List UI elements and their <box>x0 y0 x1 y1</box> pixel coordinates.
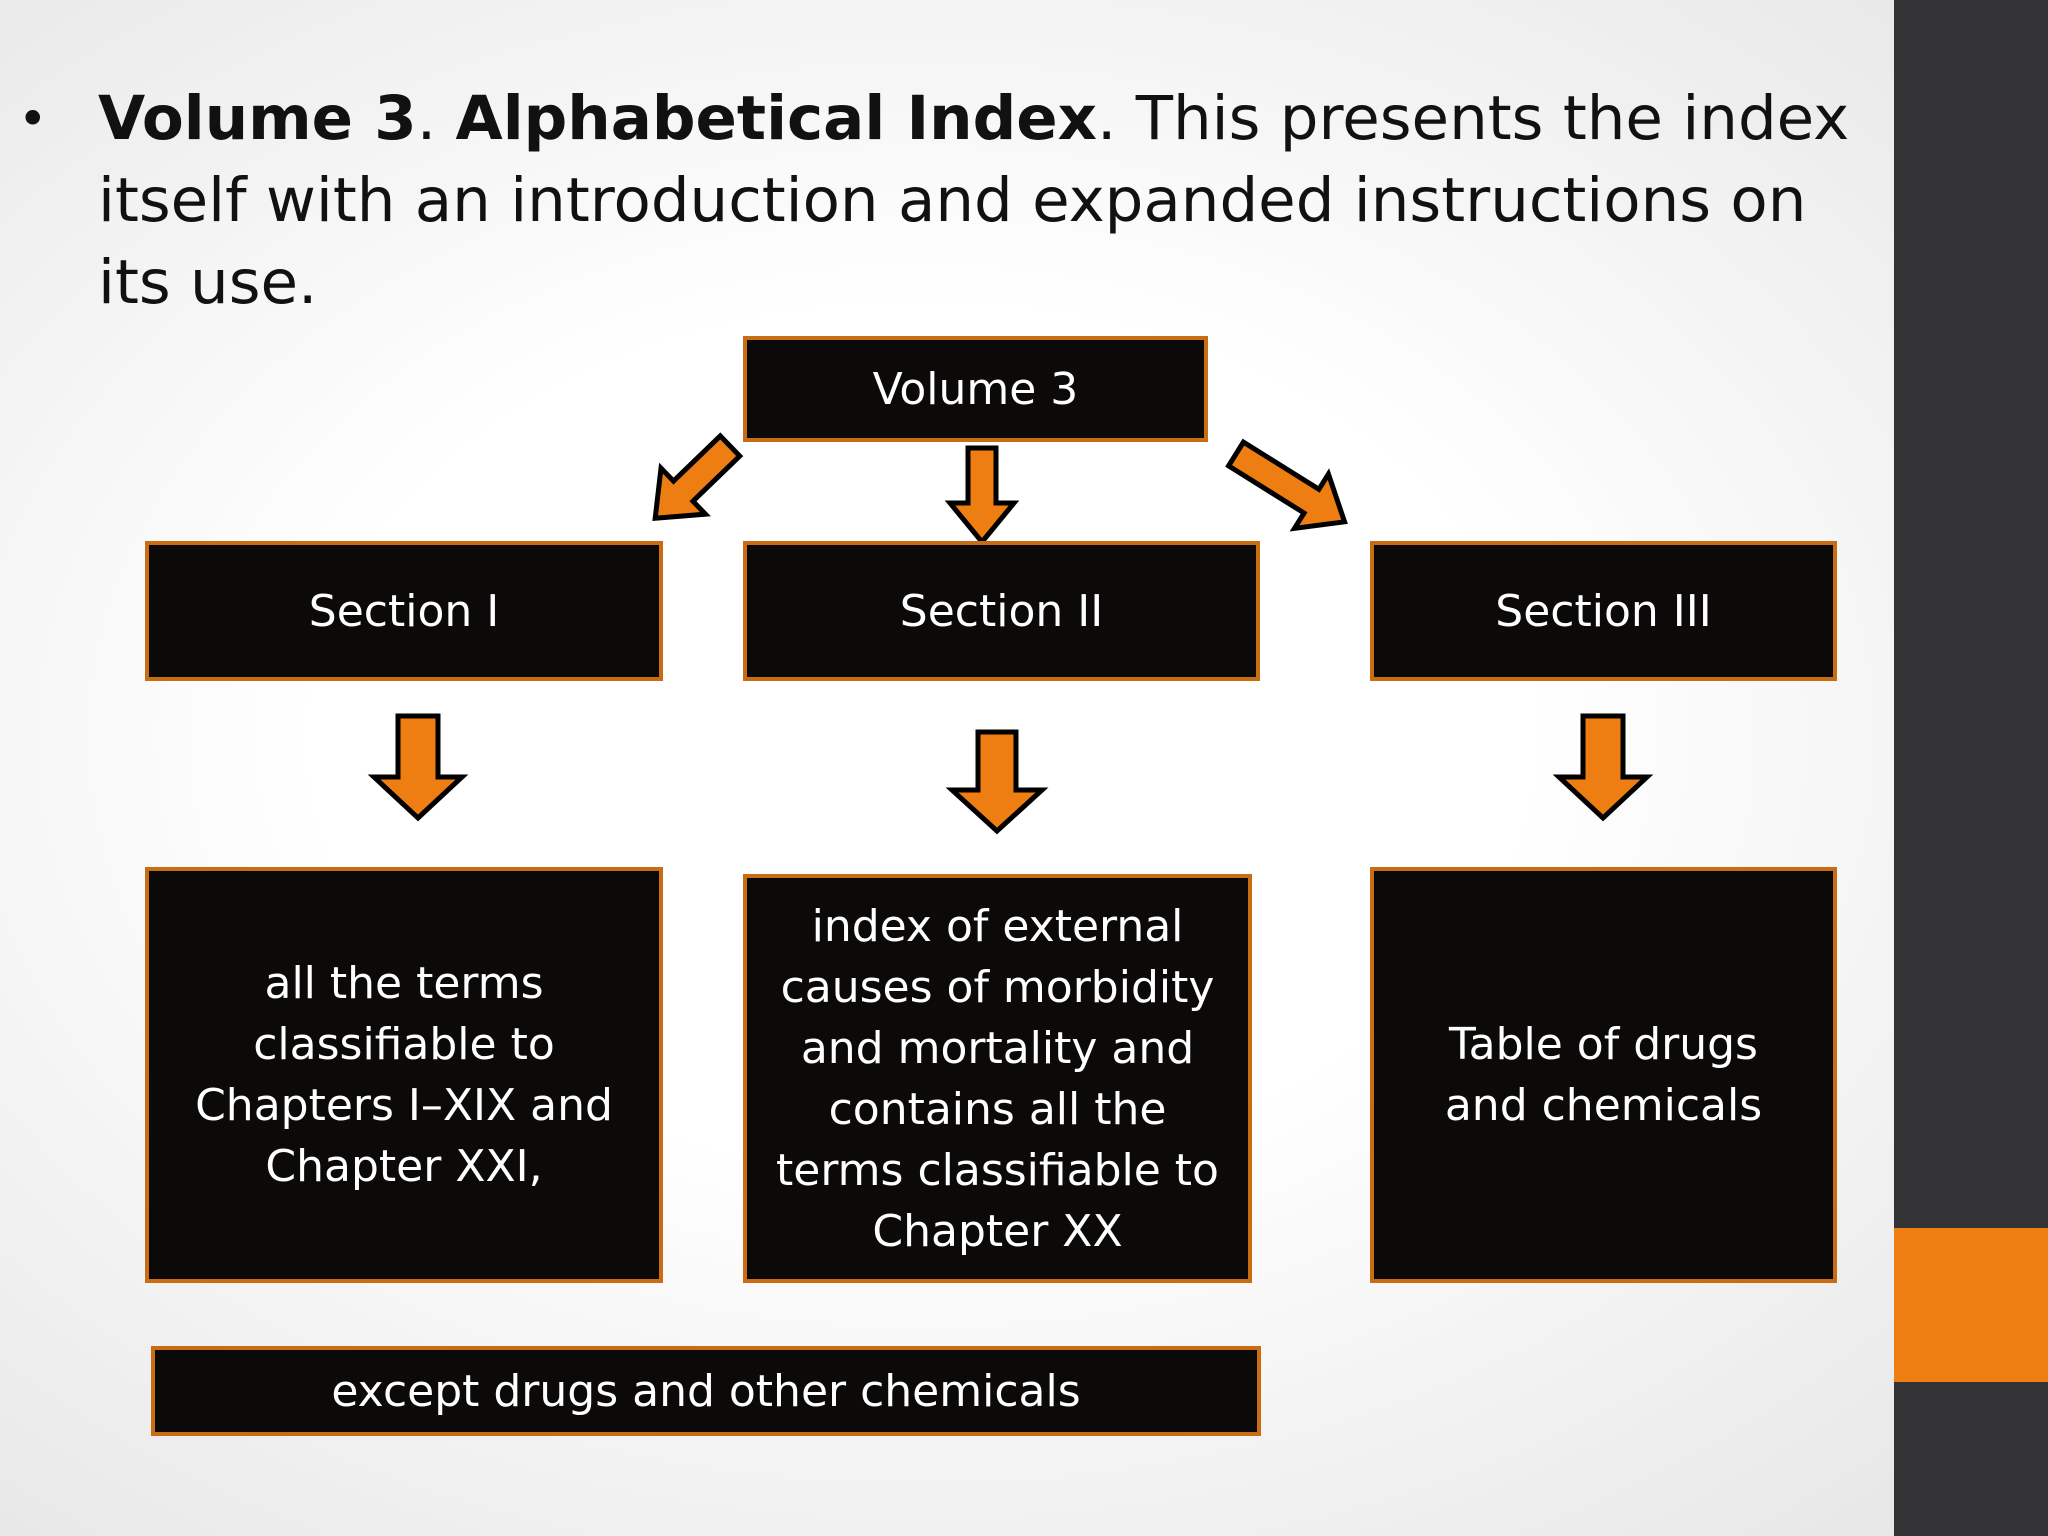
section-2-label: Section II <box>899 585 1104 637</box>
title-description: . This presents the index itself with an… <box>98 83 1850 318</box>
arrow-to-section-2 <box>944 445 1020 546</box>
diagram-arrows <box>367 432 1654 835</box>
section-3-label: Section III <box>1495 585 1712 637</box>
section-2-box: Section II <box>743 541 1260 681</box>
arrow-section-3-down <box>1552 713 1654 822</box>
footnote-text: except drugs and other chemicals <box>331 1365 1081 1417</box>
arrow-to-section-1 <box>652 432 744 521</box>
arrow-section-2-down <box>945 729 1049 835</box>
volume-3-box: Volume 3 <box>743 336 1208 442</box>
sidebar-accent-block <box>1894 1228 2048 1382</box>
section-3-detail: Table of drugs and chemicals <box>1444 1019 1763 1131</box>
section-3-detail-box: Table of drugs and chemicals <box>1370 867 1837 1283</box>
title-separator: . <box>416 83 456 154</box>
footnote-box: except drugs and other chemicals <box>151 1346 1261 1436</box>
section-2-detail-box: index of external causes of morbidity an… <box>743 874 1252 1283</box>
section-1-detail-box: all the terms classifiable to Chapters I… <box>145 867 663 1283</box>
volume-3-label: Volume 3 <box>872 363 1079 415</box>
section-3-box: Section III <box>1370 541 1837 681</box>
section-1-label: Section I <box>308 585 500 637</box>
bullet-marker: • <box>18 90 48 148</box>
arrow-section-1-down <box>367 713 469 822</box>
section-1-detail: all the terms classifiable to Chapters I… <box>195 958 613 1192</box>
section-2-detail: index of external causes of morbidity an… <box>776 900 1219 1257</box>
section-1-box: Section I <box>145 541 663 681</box>
bullet-text: Volume 3. Alphabetical Index. This prese… <box>98 78 1858 324</box>
title-index: Alphabetical Index <box>455 83 1097 154</box>
arrow-to-section-3 <box>1225 438 1348 532</box>
title-volume: Volume 3 <box>98 83 417 154</box>
